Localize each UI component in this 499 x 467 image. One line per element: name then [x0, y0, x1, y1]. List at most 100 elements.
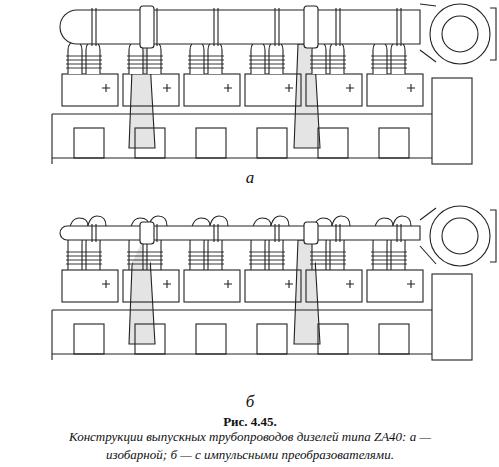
bellows-rib — [145, 260, 163, 261]
head-mark — [224, 84, 232, 92]
bellows-rib — [371, 60, 389, 61]
cylinder-head — [62, 270, 118, 302]
bellows-rib — [66, 260, 84, 261]
bellows-rib — [145, 264, 163, 265]
bellows-rib — [267, 252, 285, 253]
bellows-rib — [389, 252, 407, 253]
bellows-rib — [267, 260, 285, 261]
bellows-rib — [66, 56, 84, 57]
bellows-rib — [145, 60, 163, 61]
pipe-flange — [275, 224, 279, 242]
bellows-rib — [145, 64, 163, 65]
bellows-rib — [371, 264, 389, 265]
turbo-housing — [490, 8, 496, 60]
bellows-rib — [310, 68, 328, 69]
bellows-rib — [206, 56, 224, 57]
exhaust-pipe — [60, 226, 420, 240]
bellows-rib — [66, 60, 84, 61]
bellows-rib — [371, 56, 389, 57]
cylinder-head — [367, 270, 423, 302]
bellows-rib — [84, 260, 102, 261]
bellows-rib — [66, 252, 84, 253]
bellows-rib — [188, 252, 206, 253]
bellows-rib — [371, 68, 389, 69]
bellows-rib — [188, 60, 206, 61]
cylinder-head — [367, 74, 423, 106]
crankcase-door — [318, 324, 348, 354]
bellows-rib — [371, 256, 389, 257]
bellows-rib — [328, 64, 346, 65]
bellows-rib — [267, 256, 285, 257]
bellows-rib — [84, 60, 102, 61]
bellows-rib — [127, 56, 145, 57]
cylinder-head — [306, 74, 362, 106]
bellows-rib — [328, 256, 346, 257]
figure-caption: Конструкции выпускных трубопроводов дизе… — [45, 428, 455, 464]
bellows-rib — [249, 256, 267, 257]
bellows-rib — [328, 68, 346, 69]
exhaust-elbow — [391, 42, 405, 74]
crankcase-door — [318, 128, 348, 158]
bellows-rib — [249, 60, 267, 61]
cylinder-head — [123, 270, 179, 302]
pipe-flange — [397, 8, 401, 46]
bellows-rib — [66, 264, 84, 265]
bellows-rib — [66, 256, 84, 257]
bellows-rib — [371, 64, 389, 65]
bellows-rib — [249, 64, 267, 65]
turbocharger — [442, 218, 478, 254]
engine-block — [52, 310, 432, 360]
bellows-rib — [267, 68, 285, 69]
turbo-housing — [490, 210, 496, 262]
pipe-flange — [336, 8, 340, 46]
bellows-rib — [66, 64, 84, 65]
pipe-flange — [336, 224, 340, 242]
exhaust-elbow — [269, 216, 289, 270]
bellows-rib — [310, 256, 328, 257]
crankcase-door — [379, 324, 409, 354]
bellows-rib — [249, 260, 267, 261]
bellows-rib — [127, 260, 145, 261]
crankcase-door — [196, 324, 226, 354]
crankcase-door — [257, 128, 287, 158]
exhaust-elbow — [269, 42, 283, 74]
turbocharger — [430, 206, 490, 266]
bellows-rib — [206, 260, 224, 261]
isobaric-manifold — [52, 4, 496, 164]
bellows-rib — [389, 56, 407, 57]
head-mark — [163, 280, 171, 288]
head-mark — [102, 280, 110, 288]
bellows-rib — [249, 252, 267, 253]
bellows-rib — [310, 252, 328, 253]
bellows-rib — [84, 264, 102, 265]
bellows-rib — [389, 64, 407, 65]
bellows-rib — [267, 60, 285, 61]
head-mark — [407, 84, 415, 92]
bellows-rib — [310, 264, 328, 265]
bellows-rib — [188, 56, 206, 57]
bellows-rib — [249, 56, 267, 57]
bellows-rib — [206, 68, 224, 69]
engine-end-housing — [432, 274, 472, 360]
cylinder-head — [184, 270, 240, 302]
figure-title: Рис. 4.45. — [150, 414, 350, 430]
head-mark — [346, 280, 354, 288]
bellows-rib — [389, 256, 407, 257]
exhaust-elbow — [68, 42, 82, 74]
bellows-rib — [328, 60, 346, 61]
bellows-rib — [328, 264, 346, 265]
bellows-rib — [188, 64, 206, 65]
head-mark — [285, 280, 293, 288]
bellows-rib — [188, 256, 206, 257]
exhaust-elbow — [208, 216, 228, 270]
bellows-rib — [127, 256, 145, 257]
bellows-rib — [371, 260, 389, 261]
crankcase-door — [196, 128, 226, 158]
bellows-rib — [389, 68, 407, 69]
bellows-rib — [84, 252, 102, 253]
bellows-rib — [145, 252, 163, 253]
exhaust-elbow — [190, 42, 204, 74]
expansion-joint — [304, 222, 318, 244]
bellows-rib — [206, 60, 224, 61]
pipe-flange — [214, 224, 218, 242]
